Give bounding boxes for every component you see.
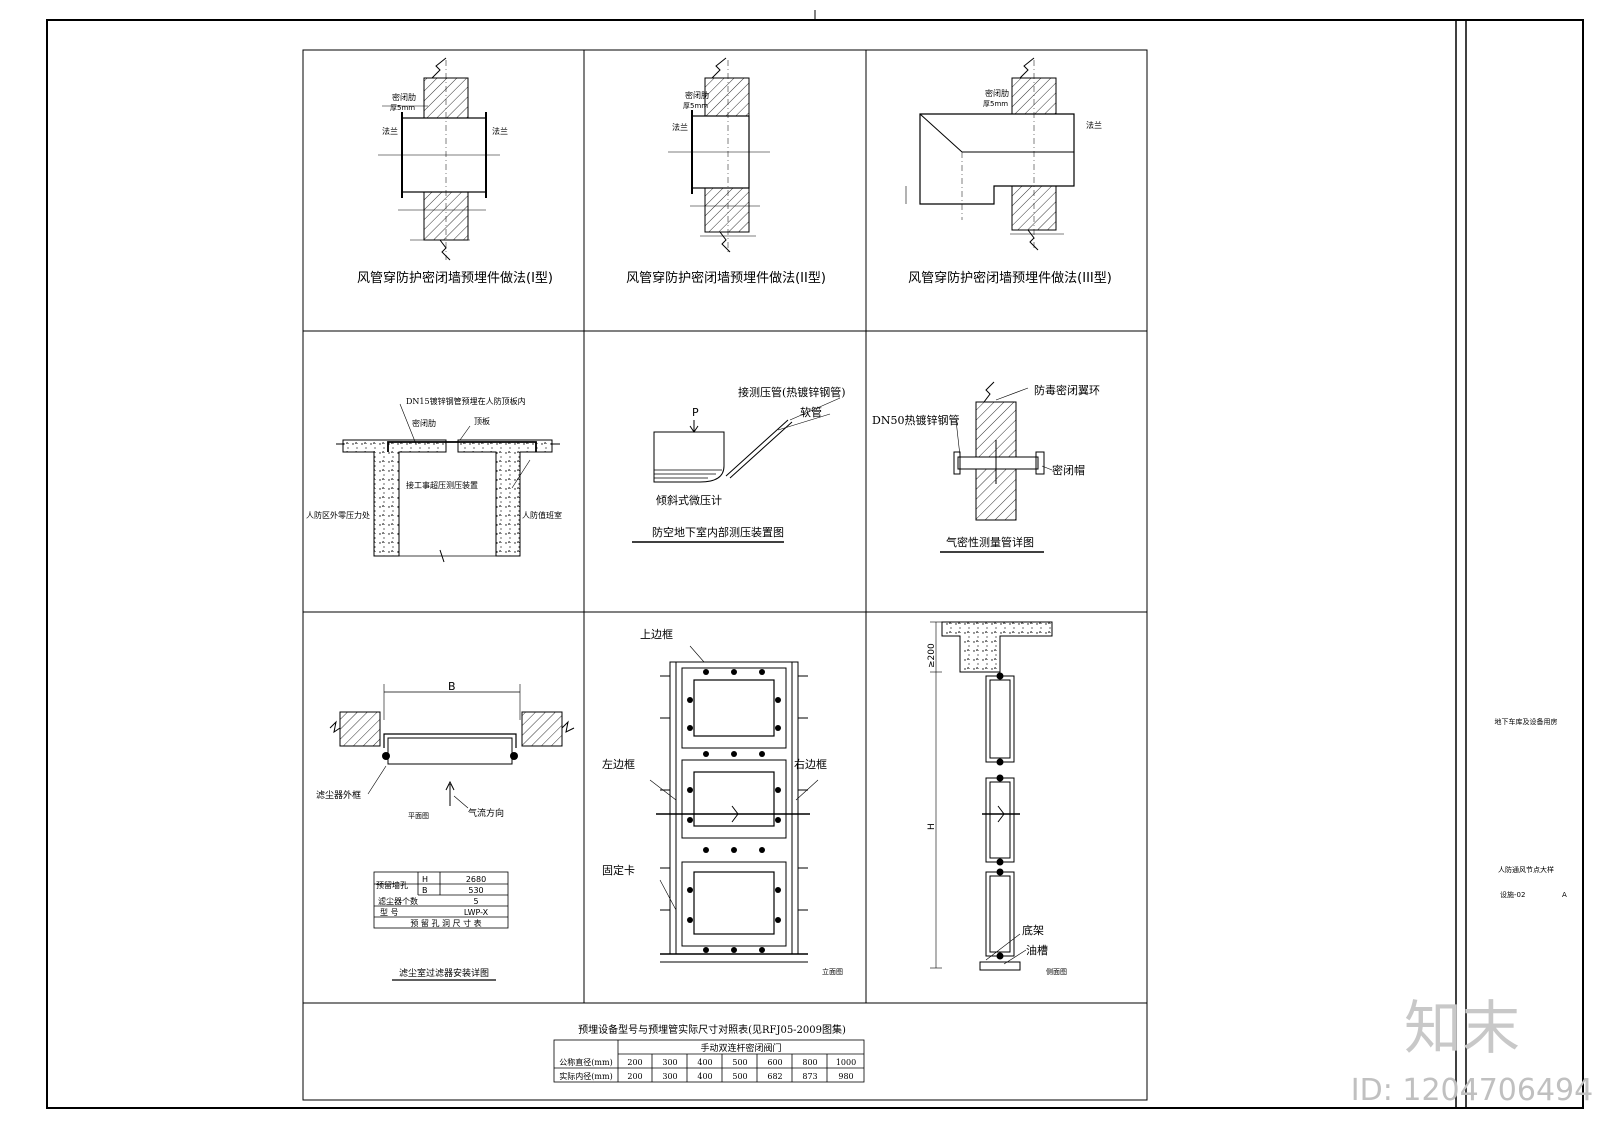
p6-cap-label: 密闭帽 [1052, 463, 1085, 477]
panel-filter-elevation [649, 645, 819, 963]
p8-view-label: 立面图 [822, 967, 843, 976]
p9-bolts [996, 672, 1004, 960]
row2-cell: 500 [732, 1072, 747, 1081]
p1-flange-left-label: 法兰 [382, 126, 398, 136]
p5-p-label: P [692, 406, 699, 419]
p4-seal-rib-label: 密闭肋 [412, 418, 436, 428]
p1-title: 风管穿防护密闭墙预埋件做法(I型) [357, 270, 553, 286]
p8-top-frame-label: 上边框 [640, 628, 673, 641]
p7-plan-label: 平面图 [408, 812, 429, 820]
p1-thickness-label: 厚5mm [390, 104, 415, 112]
p9-dim-h: H [927, 823, 937, 830]
p1-flange-right-label: 法兰 [492, 126, 508, 136]
row1-cell: 200 [627, 1058, 642, 1067]
panel-duct-type-1: 密闭肋 厚5mm 法兰 法兰 风管穿防护密闭墙预埋件做法(I型) [357, 57, 553, 286]
p7-row1-c1: 预留墙孔 [376, 880, 408, 890]
row1-cell: 400 [697, 1058, 712, 1067]
row2-cell: 682 [767, 1072, 782, 1081]
p2-thickness-label: 厚5mm [683, 102, 708, 110]
p4-outside-label: 人防区外零压力处 [306, 510, 370, 520]
p7-row4-c1: 型 号 [380, 908, 399, 917]
p5-hose-label: 软管 [800, 405, 822, 419]
row2-label: 实际内径(mm) [559, 1071, 612, 1081]
p8-right-frame-label: 右边框 [794, 757, 827, 771]
p2-seal-rib-label: 密闭肋 [685, 90, 709, 100]
row1-cell: 1000 [836, 1058, 856, 1067]
p7-outer-frame-label: 滤尘器外框 [316, 789, 361, 801]
row1-cell: 300 [662, 1058, 677, 1067]
p2-title: 风管穿防护密闭墙预埋件做法(II型) [626, 270, 826, 286]
p3-flange-right-label: 法兰 [1086, 120, 1102, 130]
p4-connect-label: 接工事超压测压装置 [406, 480, 478, 490]
panel-airtight-pipe: 防毒密闭翼环 DN50热镀锌钢管 密闭帽 气密性测量管详图 [872, 381, 1100, 553]
panel-filter-room: B 滤尘器外框 平面图 气流方向 预留墙孔 H 2680 B 530 滤尘器个数 [316, 680, 575, 981]
row2-cell: 980 [838, 1072, 853, 1081]
p7-b-label: B [448, 680, 456, 693]
p7-row2-c3: 530 [468, 886, 483, 895]
p9-base-label: 底架 [1022, 923, 1044, 937]
panel-duct-type-3: 密闭肋 厚5mm 法兰 风管穿防护密闭墙预埋件做法(III型) [905, 57, 1112, 286]
valve-table-subheader: 手动双连杆密闭阀门 [700, 1042, 781, 1054]
p4-pipe-note: DN15镀锌钢管预埋在人防顶板内 [406, 396, 526, 406]
row2-cell: 300 [662, 1072, 677, 1081]
p2-flange-left-label: 法兰 [672, 122, 688, 132]
project-name: 地下车库及设备用房 [1495, 717, 1558, 726]
row2-cell: 873 [802, 1072, 817, 1081]
row2-cell: 200 [627, 1072, 642, 1081]
p7-row1-c2: H [422, 875, 428, 884]
valve-size-table: 预埋设备型号与预埋管实际尺寸对照表(见RFJ05-2009图集) 手动双连杆密闭… [553, 1023, 865, 1083]
row1-cell: 800 [802, 1058, 817, 1067]
p4-duty-room-label: 人防值班室 [522, 510, 562, 520]
p7-row3-c1: 滤尘器个数 [378, 896, 418, 906]
p7-row3-c3: 5 [473, 897, 478, 906]
p9-view-label: 侧面图 [1046, 967, 1067, 976]
p3-title: 风管穿防护密闭墙预埋件做法(III型) [908, 270, 1112, 286]
outer-border [46, 19, 1584, 1109]
p7-row4-c3: LWP-X [464, 908, 489, 917]
p7-title: 滤尘室过滤器安装详图 [399, 967, 489, 979]
logo-brand: 知末 [1404, 994, 1520, 1062]
drawing-number: 设施-02 [1500, 890, 1525, 899]
p9-trough-label: 油槽 [1026, 943, 1048, 957]
p7-row1-c3: 2680 [466, 875, 486, 884]
row1-label: 公称直径(mm) [559, 1057, 612, 1067]
p3-seal-rib-label: 密闭肋 [985, 88, 1009, 98]
row1-cell: 500 [732, 1058, 747, 1067]
panel-pressure-pipe: DN15镀锌钢管预埋在人防顶板内 密闭肋 顶板 接工事超压测压装置 人防区外零压… [306, 396, 562, 563]
p6-title: 气密性测量管详图 [946, 535, 1034, 549]
panel-duct-type-2: 密闭肋 厚5mm 法兰 风管穿防护密闭墙预埋件做法(II型) [626, 57, 826, 286]
detail-grid [302, 49, 1148, 1101]
p7-airflow-label: 气流方向 [468, 807, 504, 819]
p3-thickness-label: 厚5mm [983, 100, 1008, 108]
title-block: 地下车库及设备用房 人防通风节点大样 设施-02 A [1495, 717, 1568, 899]
p5-title: 防空地下室内部测压装置图 [652, 525, 784, 539]
p6-pipe-label: DN50热镀锌钢管 [872, 413, 959, 427]
logo-id: ID: 1204706494 [1351, 1073, 1593, 1108]
p7-reserved-hole-table [373, 871, 509, 929]
p9-dim-top: ≥200 [927, 643, 937, 668]
valve-table-title: 预埋设备型号与预埋管实际尺寸对照表(见RFJ05-2009图集) [578, 1023, 846, 1036]
row1-cell: 600 [767, 1058, 782, 1067]
p8-clip-label: 固定卡 [602, 863, 635, 877]
p7-row2-c2: B [422, 886, 428, 895]
revision: A [1562, 891, 1567, 899]
p1-seal-rib-label: 密闭肋 [392, 92, 416, 102]
p8-left-frame-label: 左边框 [602, 758, 635, 771]
row2-cell: 400 [697, 1072, 712, 1081]
p6-ring-label: 防毒密闭翼环 [1034, 383, 1100, 397]
p5-meter-label: 倾斜式微压计 [656, 493, 722, 507]
panel-filter-side [930, 621, 1053, 971]
p8-bolts [687, 669, 781, 953]
p7-table-footer: 预 留 孔 洞 尺 寸 表 [410, 918, 481, 928]
panel-micromanometer: P 接测压管(热镀锌钢管) 软管 倾斜式微压计 防空地下室内部测压装置图 [632, 385, 846, 543]
p4-roof-label: 顶板 [474, 416, 490, 426]
p5-connect-label: 接测压管(热镀锌钢管) [738, 385, 846, 399]
drawing-name: 人防通风节点大样 [1498, 865, 1554, 874]
